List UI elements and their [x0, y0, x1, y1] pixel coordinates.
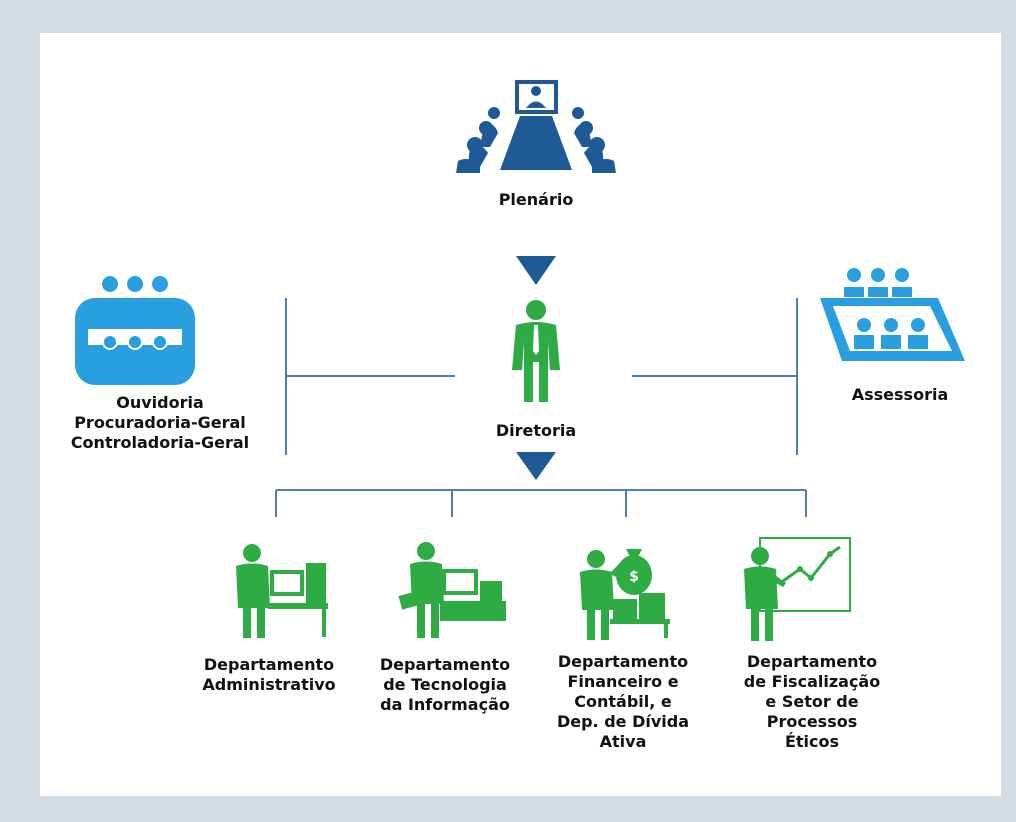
money-bag-icon: $	[580, 549, 670, 640]
plenario-label: Plenário	[498, 190, 574, 209]
dept-label-line: Departamento	[557, 652, 689, 671]
dept-label-line: Processos	[766, 712, 858, 731]
tech-workstation-icon	[398, 542, 506, 638]
org-chart-card: $ Plenário Diretoria Ouvidoria Procurado…	[40, 33, 1001, 796]
dept-label-line: Departamento	[746, 652, 878, 671]
dept-label-line: Dep. de Dívida	[556, 712, 690, 731]
dept-label-line: Ativa	[599, 732, 647, 751]
ouvidoria-label-line: Ouvidoria	[116, 393, 204, 412]
diretoria-label: Diretoria	[495, 421, 577, 440]
dept-label-line: Éticos	[784, 732, 840, 751]
dept-financeiro-label: Departamento Financeiro e Contábil, e De…	[543, 652, 703, 752]
ouvidoria-label-group: Ouvidoria Procuradoria-Geral Controlador…	[40, 393, 280, 453]
dept-administrativo-label: Departamento Administrativo	[194, 655, 344, 695]
dept-label-line: Departamento	[379, 655, 511, 674]
audience-panel-icon	[820, 268, 965, 361]
group-meeting-icon	[75, 276, 195, 385]
controladoria-label-line: Controladoria-Geral	[70, 433, 250, 452]
dept-label-line: Financeiro e	[567, 672, 679, 691]
dept-label-line: e Setor de	[765, 692, 859, 711]
connector-lines	[275, 298, 807, 517]
dept-label-line: da Informação	[380, 695, 510, 714]
growth-chart-icon	[744, 537, 851, 641]
dept-fiscalizacao-label: Departamento de Fiscalização e Setor de …	[732, 652, 892, 752]
manager-person-icon	[512, 300, 560, 402]
org-chart-diagram: $	[75, 80, 965, 641]
desk-computer-icon	[236, 544, 328, 638]
dept-tecnologia-label: Departamento de Tecnologia da Informação	[370, 655, 520, 715]
svg-text:$: $	[629, 569, 639, 585]
dept-label-line: Contábil, e	[574, 692, 672, 711]
procuradoria-label-line: Procuradoria-Geral	[74, 413, 246, 432]
arrow-down-to-diretoria-icon	[516, 256, 556, 285]
dept-label-line: de Tecnologia	[383, 675, 507, 694]
dept-label-line: de Fiscalização	[743, 672, 881, 691]
meeting-table-icon	[456, 80, 616, 173]
dept-label-line: Administrativo	[202, 675, 336, 694]
dept-label-line: Departamento	[203, 655, 335, 674]
assessoria-label: Assessoria	[851, 385, 949, 404]
arrow-down-to-departments-icon	[516, 452, 556, 480]
